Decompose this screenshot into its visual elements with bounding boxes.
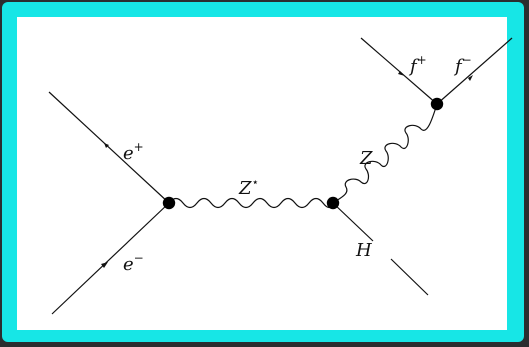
label-f-plus: f+ bbox=[408, 53, 427, 77]
vertex-top-right bbox=[430, 97, 444, 111]
vertex-left bbox=[162, 196, 176, 210]
diagram-canvas bbox=[17, 17, 507, 330]
vertex-middle bbox=[326, 196, 340, 210]
label-z-star: Z⋆ bbox=[238, 175, 259, 199]
higgs-line-2 bbox=[390, 258, 429, 296]
e-plus-arrow bbox=[104, 143, 109, 148]
e-plus-line bbox=[48, 91, 170, 204]
f-minus-arrow bbox=[468, 75, 473, 81]
f-minus-line bbox=[436, 37, 513, 105]
label-e-plus: e+ bbox=[123, 140, 144, 164]
z-propagator bbox=[332, 103, 438, 204]
label-e-minus: e− bbox=[123, 251, 144, 275]
f-plus-arrow bbox=[398, 71, 405, 76]
label-z: Z bbox=[359, 148, 373, 169]
e-minus-line bbox=[51, 202, 170, 315]
higgs-line-1 bbox=[332, 202, 374, 242]
f-plus-line bbox=[360, 37, 438, 105]
label-h: H bbox=[355, 240, 372, 261]
label-f-minus: f− bbox=[453, 53, 472, 77]
z-star-propagator bbox=[168, 197, 334, 209]
e-minus-arrow bbox=[101, 262, 108, 268]
